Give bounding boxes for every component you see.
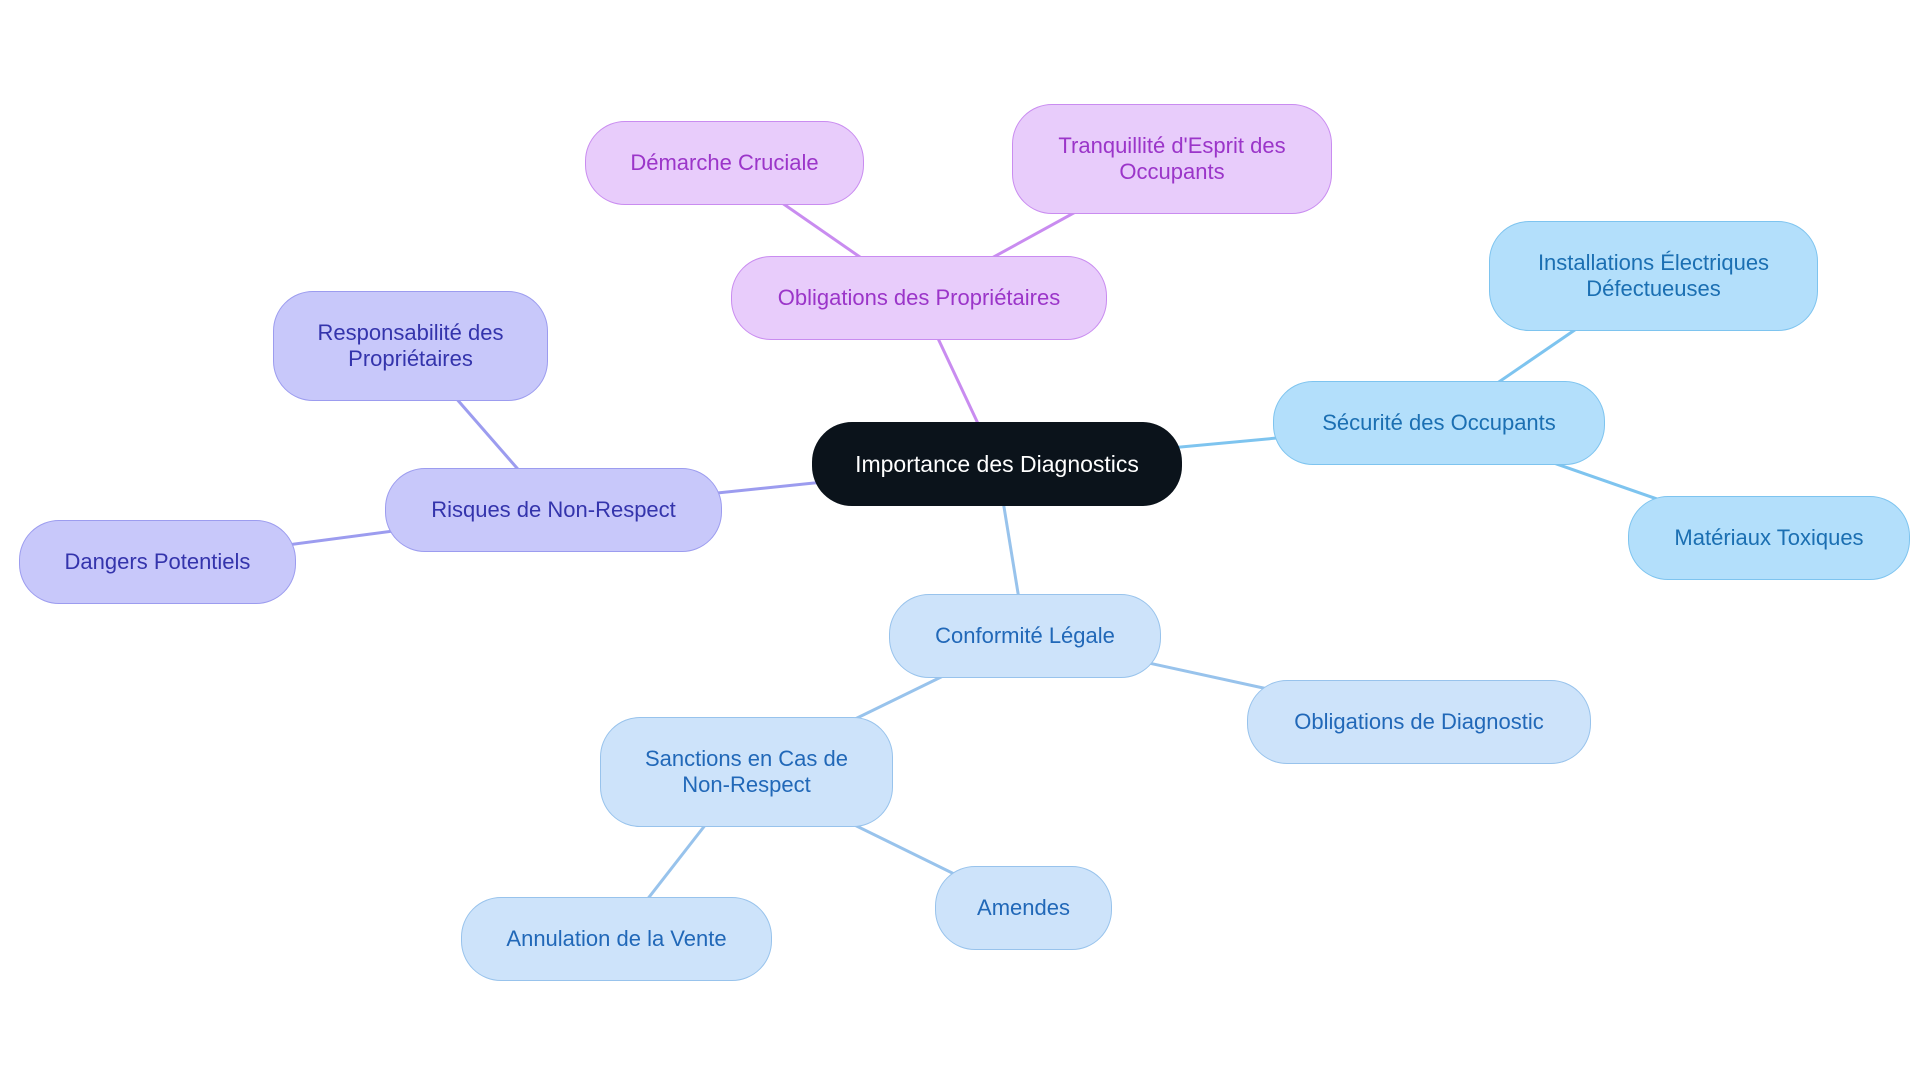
node-obligations-proprietaires[interactable]: Obligations des Propriétaires xyxy=(731,256,1107,340)
node-root[interactable]: Importance des Diagnostics xyxy=(812,422,1182,506)
node-tranquillite[interactable]: Tranquillité d'Esprit des Occupants xyxy=(1012,104,1332,214)
node-dangers-potentiels[interactable]: Dangers Potentiels xyxy=(19,520,296,604)
node-responsabilite[interactable]: Responsabilité des Propriétaires xyxy=(273,291,548,401)
node-annulation-vente[interactable]: Annulation de la Vente xyxy=(461,897,772,981)
node-obligations-diagnostic[interactable]: Obligations de Diagnostic xyxy=(1247,680,1591,764)
node-sanctions[interactable]: Sanctions en Cas de Non-Respect xyxy=(600,717,893,827)
node-materiaux-toxiques[interactable]: Matériaux Toxiques xyxy=(1628,496,1910,580)
node-securite-occupants[interactable]: Sécurité des Occupants xyxy=(1273,381,1605,465)
node-amendes[interactable]: Amendes xyxy=(935,866,1112,950)
node-demarche-cruciale[interactable]: Démarche Cruciale xyxy=(585,121,864,205)
node-risques-non-respect[interactable]: Risques de Non-Respect xyxy=(385,468,722,552)
node-conformite-legale[interactable]: Conformité Légale xyxy=(889,594,1161,678)
node-installations-electriques[interactable]: Installations Électriques Défectueuses xyxy=(1489,221,1818,331)
